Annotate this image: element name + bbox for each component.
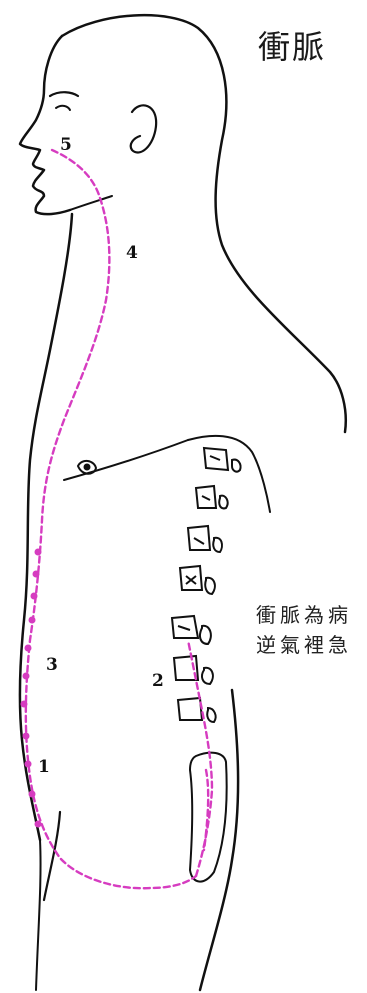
vertebra-icon	[176, 696, 217, 724]
caption: 衝脈為病 逆氣裡急	[256, 600, 352, 660]
acupoint	[24, 644, 32, 652]
leg-contour	[35, 839, 42, 991]
vertebra-icon	[202, 446, 242, 473]
point-label-4: 4	[126, 243, 138, 263]
nipple-icon	[76, 460, 98, 475]
vertebra-icon	[178, 564, 216, 596]
vertebra-icon	[186, 524, 223, 554]
hip-contour	[42, 810, 62, 902]
point-label-2: 2	[152, 671, 164, 691]
acupoint	[34, 548, 42, 556]
vertebra-icon	[172, 654, 214, 686]
point-label-1: 1	[38, 757, 50, 777]
acupoint	[22, 672, 30, 680]
eyebrow	[48, 91, 80, 98]
body-outline	[18, 14, 347, 992]
point-label-3: 3	[46, 655, 58, 675]
caption-line-1: 衝脈為病	[256, 603, 352, 627]
acupoint	[32, 570, 40, 578]
acupoint	[28, 790, 36, 798]
back-contour	[60, 14, 347, 434]
eye	[55, 104, 71, 111]
face-profile	[18, 34, 72, 216]
acupoint	[22, 732, 30, 740]
meridian-path	[24, 148, 214, 890]
vertebra-icon	[194, 484, 229, 510]
arm-contour	[187, 434, 271, 513]
acupoint	[30, 592, 38, 600]
acupoints	[20, 548, 42, 828]
acupoint	[20, 700, 28, 708]
spine	[170, 446, 242, 883]
front-contour	[18, 212, 74, 842]
acupoint	[24, 760, 32, 768]
ear	[129, 104, 158, 154]
caption-line-2: 逆氣裡急	[256, 633, 352, 657]
vertebra-icon	[170, 614, 212, 646]
acupoint	[34, 820, 42, 828]
diagram-title: 衝脈	[258, 28, 327, 66]
point-label-5: 5	[60, 135, 72, 155]
jaw-line	[69, 195, 113, 211]
chest-line	[63, 439, 189, 481]
lower-back-contour	[198, 688, 240, 992]
acupoint	[28, 616, 36, 624]
